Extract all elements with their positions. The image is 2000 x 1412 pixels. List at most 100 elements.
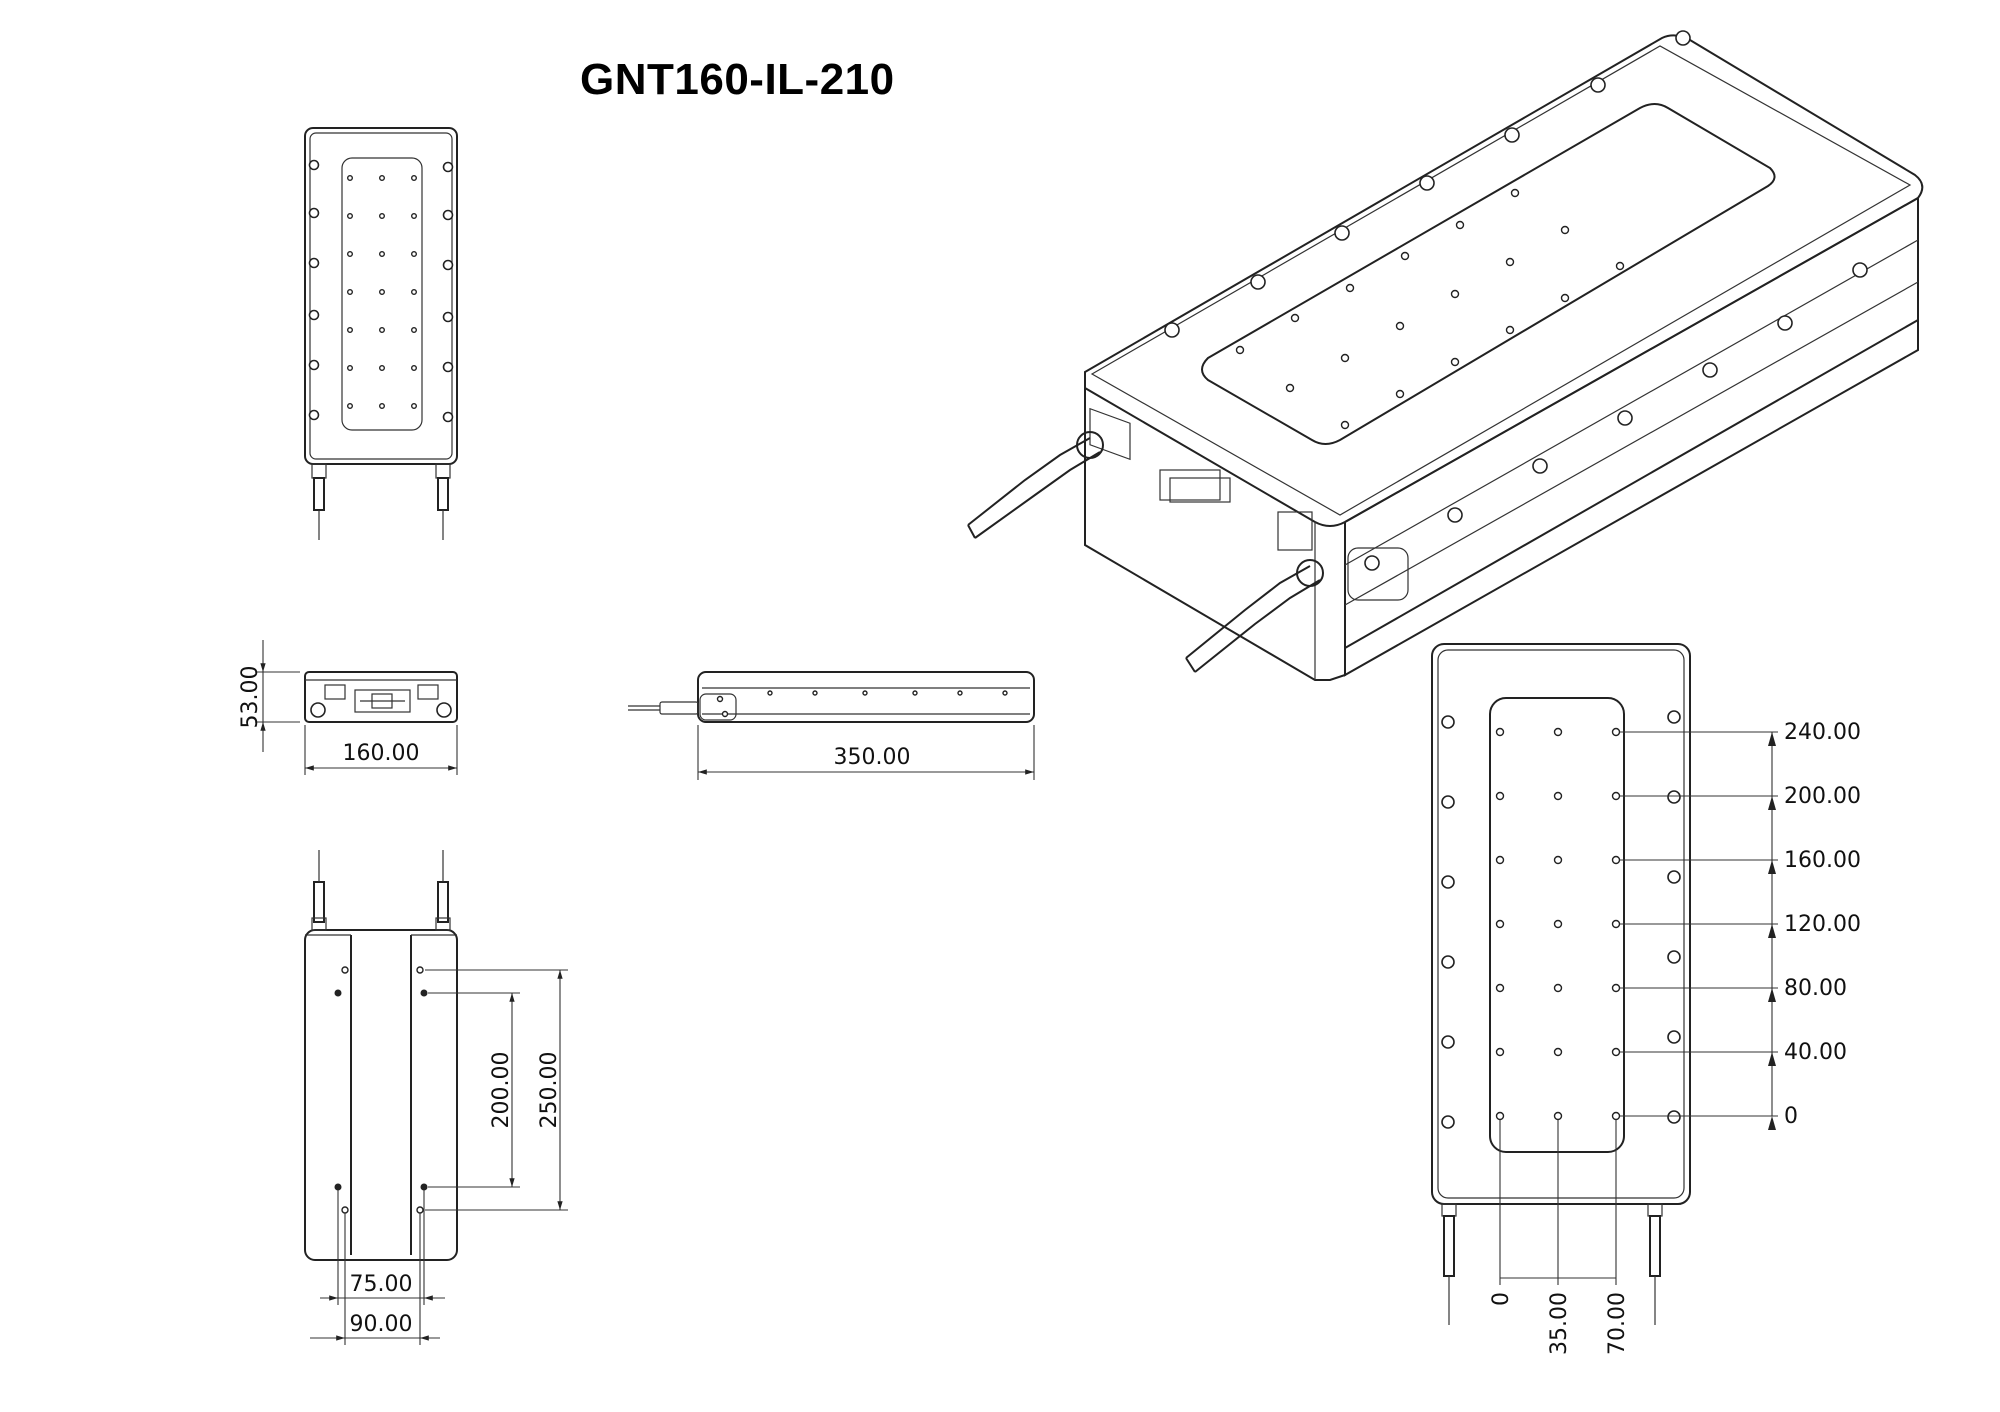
bolt bbox=[442, 209, 454, 221]
detail-bolts bbox=[1441, 710, 1681, 1129]
dimension-arrow bbox=[1768, 1052, 1776, 1066]
mounting-hole bbox=[1611, 791, 1621, 801]
mounting-hole bbox=[1495, 919, 1505, 929]
bolt bbox=[442, 259, 454, 271]
mounting-hole bbox=[1495, 855, 1505, 865]
bolt bbox=[1364, 555, 1380, 571]
mounting-hole bbox=[1455, 220, 1465, 230]
mounting-hole bbox=[1235, 345, 1245, 355]
y-dimension-label: 80.00 bbox=[1784, 976, 1847, 1001]
mounting-hole bbox=[1395, 389, 1405, 399]
mounting-hole bbox=[347, 212, 354, 219]
mounting-hole bbox=[379, 365, 386, 372]
isometric-bolts bbox=[1164, 30, 1868, 571]
side-hole bbox=[767, 690, 773, 696]
mounting-hole bbox=[1505, 325, 1515, 335]
mounting-hole bbox=[1611, 727, 1621, 737]
bolt bbox=[308, 257, 320, 269]
length-dimension: 350.00 bbox=[834, 745, 911, 770]
mounting-hole bbox=[347, 403, 354, 410]
bolt bbox=[1419, 175, 1435, 191]
y-dimension-label: 200.00 bbox=[1784, 784, 1861, 809]
bolt bbox=[1334, 225, 1350, 241]
mounting-hole bbox=[347, 327, 354, 334]
mounting-hole bbox=[1560, 293, 1570, 303]
mounting-hole bbox=[1495, 983, 1505, 993]
mounting-hole bbox=[1505, 257, 1515, 267]
mounting-hole bbox=[1553, 1111, 1563, 1121]
mounting-hole bbox=[1611, 1047, 1621, 1057]
mounting-hole bbox=[411, 327, 418, 334]
mounting-hole bbox=[1611, 855, 1621, 865]
mounting-hole bbox=[411, 212, 418, 219]
front-view: 53.00 160.00 bbox=[238, 640, 458, 775]
x-dimension-label: 70.00 bbox=[1605, 1292, 1630, 1355]
mounting-hole bbox=[1340, 420, 1350, 430]
mounting-hole bbox=[1340, 353, 1350, 363]
isometric-view bbox=[967, 30, 1924, 681]
mounting-hole bbox=[1553, 727, 1563, 737]
bottom-view: 200.00 250.00 75.00 90.00 bbox=[304, 850, 568, 1345]
bolt bbox=[1667, 950, 1681, 964]
mounting-hole bbox=[1553, 1047, 1563, 1057]
y-dimension-label: 240.00 bbox=[1784, 720, 1861, 745]
y-dimensions: 240.00 200.00 160.00 120.00 80.00 40.00 0 bbox=[1620, 720, 1861, 1130]
side-hole bbox=[957, 690, 963, 696]
bottom-outer-dimension: 250.00 bbox=[537, 1052, 562, 1129]
dimension-arrow bbox=[1768, 732, 1776, 746]
bolt bbox=[1617, 410, 1633, 426]
mounting-hole bbox=[1510, 188, 1520, 198]
mounting-hole bbox=[1285, 383, 1295, 393]
dimension-arrow bbox=[1768, 924, 1776, 938]
side-view-holes bbox=[767, 690, 1008, 696]
width-dimension: 160.00 bbox=[343, 741, 420, 766]
dimension-90: 90.00 bbox=[350, 1312, 413, 1337]
mounting-hole bbox=[1400, 251, 1410, 261]
bolt bbox=[1441, 1035, 1455, 1049]
y-dimension-label: 0 bbox=[1784, 1104, 1798, 1129]
mounting-hole bbox=[347, 289, 354, 296]
mounting-hole bbox=[1495, 1047, 1505, 1057]
dimension-arrow bbox=[1768, 860, 1776, 874]
y-dimension-label: 160.00 bbox=[1784, 848, 1861, 873]
side-view: 350.00 bbox=[628, 671, 1035, 780]
mounting-hole bbox=[1553, 919, 1563, 929]
bolt bbox=[1852, 262, 1868, 278]
bolt bbox=[1504, 127, 1520, 143]
side-hole bbox=[862, 690, 868, 696]
bottom-inner-dimension: 200.00 bbox=[489, 1052, 514, 1129]
mounting-hole bbox=[1615, 261, 1625, 271]
bolt bbox=[1590, 77, 1606, 93]
mounting-hole bbox=[1450, 357, 1460, 367]
bolt bbox=[442, 361, 454, 373]
mounting-hole bbox=[411, 365, 418, 372]
y-dimension-label: 40.00 bbox=[1784, 1040, 1847, 1065]
dimension-arrow bbox=[1768, 988, 1776, 1002]
x-dimension-label: 35.00 bbox=[1547, 1292, 1572, 1355]
mounting-hole bbox=[411, 289, 418, 296]
mounting-hole bbox=[1290, 313, 1300, 323]
mounting-hole bbox=[347, 250, 354, 257]
bolt bbox=[308, 309, 320, 321]
bolt bbox=[1667, 710, 1681, 724]
bolt bbox=[1667, 790, 1681, 804]
height-dimension: 53.00 bbox=[238, 666, 263, 729]
mounting-hole bbox=[1495, 1111, 1505, 1121]
bolt bbox=[1441, 875, 1455, 889]
bolt bbox=[1164, 322, 1180, 338]
top-view bbox=[304, 127, 458, 540]
mounting-hole bbox=[1495, 727, 1505, 737]
detail-top-view: 240.00 200.00 160.00 120.00 80.00 40.00 0 0 35.… bbox=[1431, 643, 1861, 1355]
y-dimension-label: 120.00 bbox=[1784, 912, 1861, 937]
mounting-hole bbox=[1611, 1111, 1621, 1121]
mounting-hole bbox=[1611, 919, 1621, 929]
bolt bbox=[308, 207, 320, 219]
top-view-holes bbox=[347, 174, 418, 410]
mounting-hole bbox=[1611, 983, 1621, 993]
bolt bbox=[1441, 795, 1455, 809]
bolt bbox=[1447, 507, 1463, 523]
mounting-hole bbox=[347, 174, 354, 181]
bolt bbox=[1441, 955, 1455, 969]
